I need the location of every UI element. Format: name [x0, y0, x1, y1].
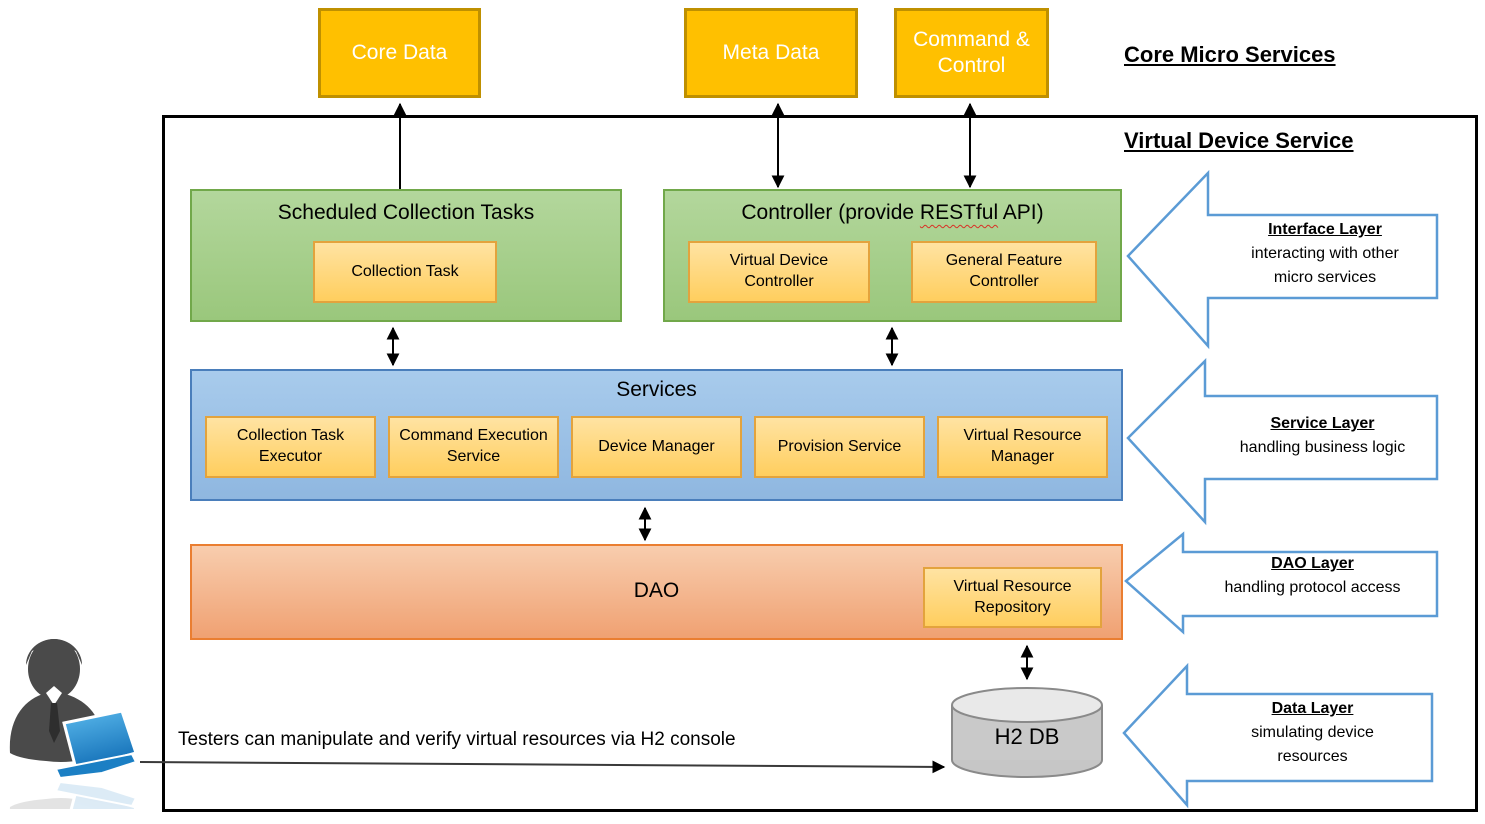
callout-data-layer-desc: simulating device resources	[1251, 724, 1374, 765]
tester-note: Testers can manipulate and verify virtua…	[178, 729, 736, 750]
callout-dao-layer-title: DAO Layer	[1271, 555, 1354, 572]
controller-title-prefix: Controller (provide	[741, 201, 920, 224]
meta-data-label: Meta Data	[722, 40, 820, 64]
tester-at-laptop-icon	[8, 639, 138, 809]
callout-data-layer: Data Layer simulating device resources	[1195, 697, 1430, 769]
services-box: Services Collection Task Executor Comman…	[190, 369, 1123, 501]
general-feature-controller-box: General Feature Controller	[911, 241, 1097, 303]
command-control-box: Command & Control	[894, 8, 1049, 98]
services-components-row: Collection Task Executor Command Executi…	[205, 416, 1108, 478]
core-data-box: Core Data	[318, 8, 481, 98]
controller-title-suffix: API)	[998, 201, 1044, 224]
device-manager-box: Device Manager	[571, 416, 742, 478]
virtual-resource-repository-box: Virtual Resource Repository	[923, 567, 1102, 628]
callout-service-layer-title: Service Layer	[1270, 415, 1375, 432]
scheduled-collection-tasks-title: Scheduled Collection Tasks	[277, 201, 535, 224]
virtual-device-controller-box: Virtual Device Controller	[688, 241, 870, 303]
services-title: Services	[616, 378, 697, 401]
collection-task-box: Collection Task	[313, 241, 497, 303]
virtual-resource-manager-box: Virtual Resource Manager	[937, 416, 1108, 478]
controller-box: Controller (provide RESTful API) Virtual…	[663, 189, 1122, 322]
callout-service-layer-desc: handling business logic	[1239, 439, 1406, 456]
meta-data-box: Meta Data	[684, 8, 858, 98]
heading-core-micro-services: Core Micro Services	[1124, 42, 1336, 67]
scheduled-collection-tasks-box: Scheduled Collection Tasks Collection Ta…	[190, 189, 622, 322]
controller-title: Controller (provide RESTful API)	[665, 201, 1120, 225]
callout-interface-layer: Interface Layer interacting with other m…	[1210, 218, 1440, 290]
core-data-label: Core Data	[351, 40, 448, 64]
callout-dao-layer-desc: handling protocol access	[1224, 579, 1401, 596]
dao-title: DAO	[633, 579, 680, 602]
callout-service-layer: Service Layer handling business logic	[1205, 412, 1440, 460]
provision-service-box: Provision Service	[754, 416, 925, 478]
h2-db-label: H2 DB	[994, 724, 1060, 749]
callout-data-layer-title: Data Layer	[1271, 700, 1354, 717]
dao-box: DAO Virtual Resource Repository	[190, 544, 1123, 640]
command-execution-service-box: Command Execution Service	[388, 416, 559, 478]
command-control-label: Command & Control	[913, 27, 1030, 77]
callout-dao-layer: DAO Layer handling protocol access	[1190, 552, 1435, 600]
controller-title-restful: RESTful	[919, 201, 999, 224]
callout-interface-layer-desc: interacting with other micro services	[1251, 245, 1399, 286]
heading-virtual-device-service: Virtual Device Service	[1124, 128, 1354, 153]
callout-interface-layer-title: Interface Layer	[1268, 221, 1382, 238]
collection-task-executor-box: Collection Task Executor	[205, 416, 376, 478]
